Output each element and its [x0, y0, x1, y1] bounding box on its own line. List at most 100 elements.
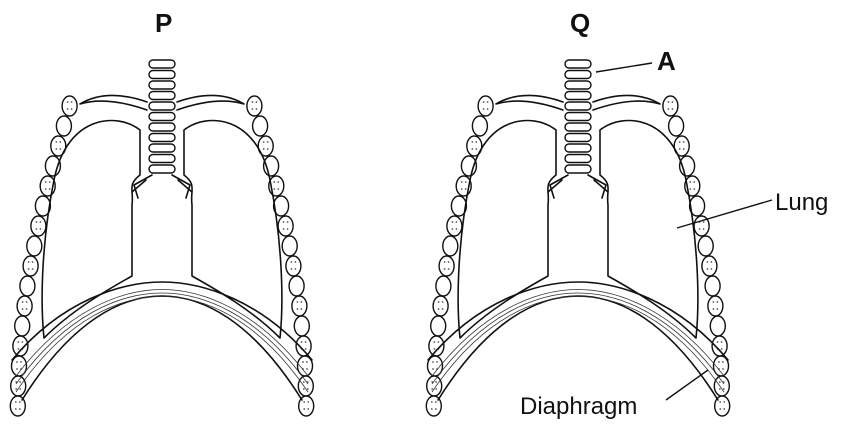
rib-stipple: [703, 221, 705, 223]
rib-stipple: [273, 188, 275, 190]
rib-stipple: [305, 348, 307, 350]
rib-stipple: [461, 181, 463, 183]
rib-stipple: [32, 261, 34, 263]
rib-stipple: [434, 348, 436, 350]
rib-stipple: [475, 141, 477, 143]
rib-stipple: [40, 228, 42, 230]
trachea-ring: [149, 113, 175, 121]
rib-segment: [292, 296, 307, 316]
rib-stipple: [487, 108, 489, 110]
rib-stipple: [307, 401, 309, 403]
diaphragm-p: [12, 282, 312, 400]
rib-stipple: [435, 381, 437, 383]
rib-stipple: [297, 301, 299, 303]
rib-stipple: [444, 268, 446, 270]
rib-stipple: [722, 361, 724, 363]
rib-stipple: [442, 301, 444, 303]
rib-stipple: [442, 308, 444, 310]
rib-segment: [439, 256, 454, 276]
rib-stipple: [717, 301, 719, 303]
rib-stipple: [431, 388, 433, 390]
rib-stipple: [448, 268, 450, 270]
rib-stipple: [71, 101, 73, 103]
rib-stipple: [19, 388, 21, 390]
rib-stipple: [267, 141, 269, 143]
rib-stipple: [303, 408, 305, 410]
trachea-ring: [149, 60, 175, 68]
rib-segment: [289, 276, 304, 296]
rib-stipple: [483, 101, 485, 103]
rib-stipple: [49, 188, 51, 190]
trachea-ring: [565, 134, 591, 142]
rib-stipple: [721, 341, 723, 343]
trachea-label-a: A: [657, 46, 676, 76]
rib-stipple: [16, 361, 18, 363]
rib-segment: [472, 116, 487, 136]
rib-stipple: [711, 261, 713, 263]
rib-stipple: [432, 368, 434, 370]
rib-stipple: [303, 388, 305, 390]
rib-stipple: [267, 148, 269, 150]
rib-segment: [286, 256, 301, 276]
trachea-ring: [565, 81, 591, 89]
thorax-drawing-p: [10, 60, 313, 416]
rib-stipple: [19, 401, 21, 403]
rib-stipple: [717, 308, 719, 310]
rib-stipple: [301, 301, 303, 303]
rib-stipple: [59, 141, 61, 143]
rib-stipple: [475, 148, 477, 150]
rib-stipple: [301, 308, 303, 310]
rib-stipple: [431, 408, 433, 410]
rib-stipple: [297, 308, 299, 310]
rib-stipple: [693, 181, 695, 183]
rib-segment: [705, 276, 720, 296]
panel-p-thorax: P: [10, 8, 313, 416]
rib-stipple: [32, 268, 34, 270]
rib-segment: [433, 296, 448, 316]
rib-stipple: [438, 301, 440, 303]
diaphragm-fibre: [16, 297, 308, 393]
rib-stipple: [59, 148, 61, 150]
bronchus-right-q: [588, 175, 608, 198]
trachea-ring: [149, 71, 175, 79]
rib-stipple: [487, 101, 489, 103]
rib-segment: [56, 116, 71, 136]
diaphragm-leader-line: [666, 370, 708, 400]
rib-stipple: [711, 268, 713, 270]
rib-stipple: [295, 261, 297, 263]
rib-segment: [17, 296, 32, 316]
rib-segment: [20, 276, 35, 296]
trachea-ring: [149, 165, 175, 173]
rib-segment: [443, 236, 458, 256]
trachea-ring: [565, 155, 591, 163]
rib-stipple: [303, 381, 305, 383]
trachea-ring: [565, 165, 591, 173]
rib-stipple: [719, 408, 721, 410]
rib-stipple: [277, 188, 279, 190]
rib-stipple: [45, 181, 47, 183]
rib-stipple: [291, 268, 293, 270]
rib-stipple: [287, 221, 289, 223]
trachea-ring: [149, 155, 175, 163]
rib-segment: [31, 216, 46, 236]
rib-stipple: [435, 408, 437, 410]
rib-stipple: [436, 361, 438, 363]
clavicle-right-q: [593, 95, 660, 110]
rib-stipple: [672, 108, 674, 110]
rib-stipple: [719, 401, 721, 403]
rib-stipple: [306, 361, 308, 363]
rib-segment: [436, 276, 451, 296]
diaphragm-upper-edge: [12, 282, 312, 360]
trachea-ring: [149, 92, 175, 100]
trachea-ring: [565, 123, 591, 131]
rib-stipple: [718, 361, 720, 363]
rib-stipple: [16, 368, 18, 370]
rib-stipple: [689, 188, 691, 190]
rib-stipple: [713, 308, 715, 310]
trachea-ring: [149, 102, 175, 110]
rib-stipple: [307, 388, 309, 390]
rib-stipple: [465, 188, 467, 190]
rib-segment: [431, 316, 446, 336]
diaphragm-fibre: [16, 293, 308, 384]
rib-stipple: [431, 401, 433, 403]
